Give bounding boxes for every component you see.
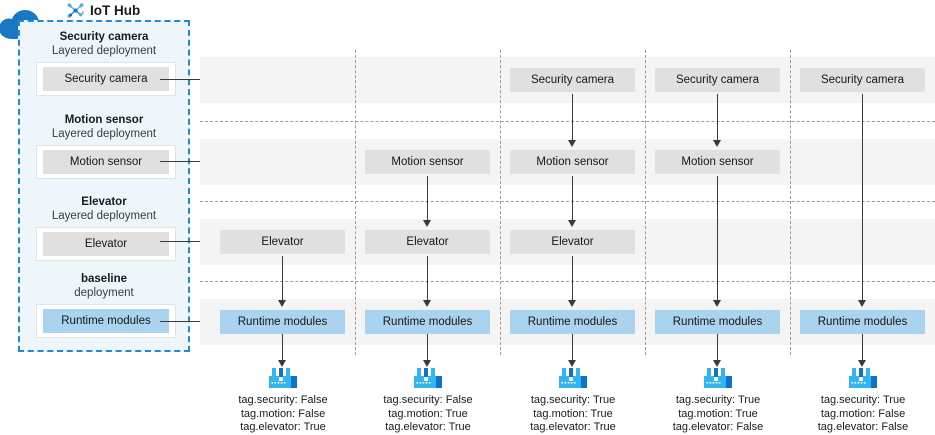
- deployment-group-elevator: Elevator Layered deployment Elevator: [18, 195, 190, 261]
- row-divider: [200, 121, 935, 122]
- deployment-title: Motion sensor: [64, 114, 144, 126]
- cell-runtime-modules-c4[interactable]: Runtime modules: [655, 310, 780, 334]
- cell-motion-sensor-c4[interactable]: Motion sensor: [655, 150, 780, 174]
- device-3: tag.security: True tag.motion: True tag.…: [493, 366, 653, 435]
- deployment-subtitle: deployment: [74, 287, 134, 299]
- tag-security: tag.security: True: [820, 394, 906, 406]
- column-divider: [645, 50, 646, 355]
- cell-security-camera-c4[interactable]: Security camera: [655, 68, 780, 92]
- tag-security: tag.security: False: [383, 394, 473, 406]
- cell-motion-sensor-c2[interactable]: Motion sensor: [365, 150, 490, 174]
- cell-elevator-c2[interactable]: Elevator: [365, 230, 490, 254]
- tag-elevator: tag.elevator: False: [817, 421, 909, 433]
- factory-device-icon: [849, 368, 877, 388]
- factory-device-icon: [559, 368, 587, 388]
- deployment-title: Security camera: [59, 31, 149, 43]
- tag-elevator: tag.elevator: True: [385, 421, 471, 433]
- hub-title: IoT Hub: [66, 1, 140, 20]
- tag-motion: tag.motion: False: [820, 407, 906, 420]
- column-divider: [790, 50, 791, 355]
- deployment-shell: Elevator: [36, 227, 176, 261]
- deployment-shell: Security camera: [36, 62, 176, 96]
- tag-motion: tag.motion: True: [678, 407, 758, 420]
- module-box-security-camera[interactable]: Security camera: [43, 67, 169, 91]
- module-box-runtime-modules[interactable]: Runtime modules: [43, 309, 169, 333]
- device-1: tag.security: False tag.motion: False ta…: [203, 366, 363, 435]
- tag-elevator: tag.elevator: False: [672, 421, 764, 433]
- deployment-subtitle: Layered deployment: [51, 210, 157, 222]
- column-divider: [500, 50, 501, 355]
- factory-device-icon: [704, 368, 732, 388]
- device-tags: tag.security: True tag.motion: False tag…: [783, 394, 935, 435]
- device-2: tag.security: False tag.motion: True tag…: [348, 366, 508, 435]
- cell-motion-sensor-c3[interactable]: Motion sensor: [510, 150, 635, 174]
- cell-elevator-c3[interactable]: Elevator: [510, 230, 635, 254]
- tag-security: tag.security: False: [238, 394, 328, 406]
- tag-elevator: tag.elevator: True: [530, 421, 616, 433]
- device-4: tag.security: True tag.motion: True tag.…: [638, 366, 798, 435]
- device-tags: tag.security: False tag.motion: False ta…: [203, 394, 363, 435]
- module-box-motion-sensor[interactable]: Motion sensor: [43, 150, 169, 174]
- deployment-group-baseline: baseline deployment Runtime modules: [18, 272, 190, 338]
- tag-motion: tag.motion: False: [240, 407, 326, 420]
- deployment-shell: Runtime modules: [36, 304, 176, 338]
- cell-runtime-modules-c2[interactable]: Runtime modules: [365, 310, 490, 334]
- device-5: tag.security: True tag.motion: False tag…: [783, 366, 935, 435]
- deployment-group-security-camera: Security camera Layered deployment Secur…: [18, 30, 190, 96]
- factory-device-icon: [269, 368, 297, 388]
- tag-elevator: tag.elevator: True: [240, 421, 326, 433]
- hub-title-label: IoT Hub: [90, 3, 141, 18]
- deployment-subtitle: Layered deployment: [51, 128, 157, 140]
- cell-runtime-modules-c1[interactable]: Runtime modules: [220, 310, 345, 334]
- iot-hub-node-icon: [67, 3, 84, 18]
- column-divider: [355, 50, 356, 355]
- cell-runtime-modules-c5[interactable]: Runtime modules: [800, 310, 925, 334]
- cell-runtime-modules-c3[interactable]: Runtime modules: [510, 310, 635, 334]
- tag-motion: tag.motion: True: [533, 407, 613, 420]
- device-tags: tag.security: True tag.motion: True tag.…: [638, 394, 798, 435]
- deployment-title: Elevator: [81, 196, 127, 208]
- device-tags: tag.security: True tag.motion: True tag.…: [493, 394, 653, 435]
- cell-security-camera-c5[interactable]: Security camera: [800, 68, 925, 92]
- device-grid: Elevator Runtime modules Motion sensor E…: [200, 50, 935, 355]
- tag-motion: tag.motion: True: [388, 407, 468, 420]
- tag-security: tag.security: True: [675, 394, 761, 406]
- module-box-elevator[interactable]: Elevator: [43, 232, 169, 256]
- deployment-group-motion-sensor: Motion sensor Layered deployment Motion …: [18, 113, 190, 179]
- cell-security-camera-c3[interactable]: Security camera: [510, 68, 635, 92]
- deployment-shell: Motion sensor: [36, 145, 176, 179]
- row-divider: [200, 201, 935, 202]
- cell-elevator-c1[interactable]: Elevator: [220, 230, 345, 254]
- device-tags: tag.security: False tag.motion: True tag…: [348, 394, 508, 435]
- deployment-subtitle: Layered deployment: [51, 45, 157, 57]
- deployment-title: baseline: [80, 273, 128, 285]
- row-divider: [200, 281, 935, 282]
- tag-security: tag.security: True: [530, 394, 616, 406]
- factory-device-icon: [414, 368, 442, 388]
